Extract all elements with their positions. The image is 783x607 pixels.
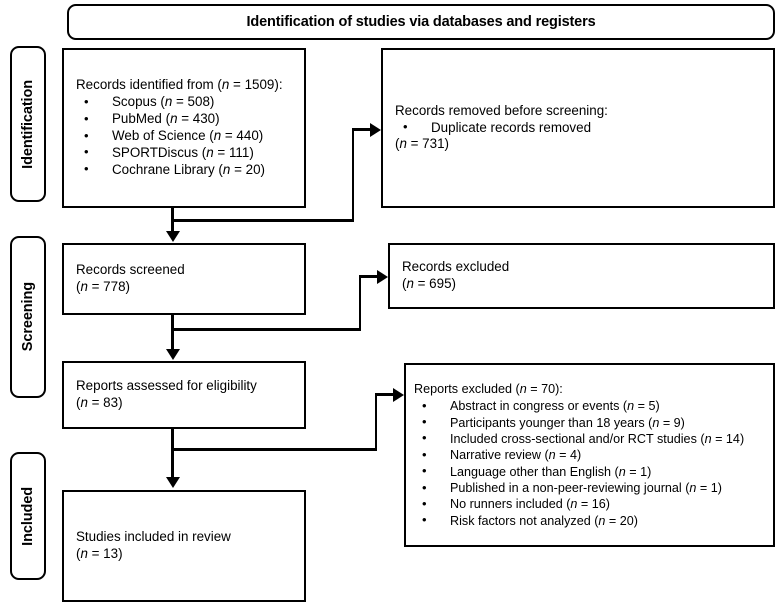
connector-assessed-to-reports-excluded-head-line [374, 393, 395, 396]
connector-screened-to-excluded-vertical [358, 275, 361, 330]
reports-assessed-lead: Reports assessed for eligibility [76, 378, 257, 394]
records-identified-lead: Records identified from (n = 1509): [76, 77, 283, 93]
arrow-right-icon-to-records-excluded [377, 269, 388, 284]
stage-pill-screening: Screening [10, 236, 46, 398]
connector-assessed-to-reports-excluded-vertical [374, 393, 377, 450]
box-records-identified: Records identified from (n = 1509): Scop… [62, 48, 306, 208]
studies-included-count: (n = 13) [76, 546, 123, 561]
arrow-down-icon-to-reports-assessed [165, 349, 180, 360]
arrow-down-icon-to-records-screened [165, 231, 180, 242]
list-item: Narrative review (n = 4) [414, 447, 773, 464]
box-reports-excluded-body: Reports excluded (n = 70): Abstract in c… [406, 381, 773, 530]
box-records-screened-body: Records screened (n = 778) [64, 262, 304, 296]
list-item: Included cross-sectional and/or RCT stud… [414, 430, 773, 447]
arrow-right-icon-to-records-removed [370, 122, 381, 137]
list-item: Language other than English (n = 1) [414, 463, 773, 480]
list-item: PubMed (n = 430) [76, 111, 304, 128]
box-studies-included-body: Studies included in review (n = 13) [64, 529, 304, 563]
stage-label-identification: Identification [20, 79, 36, 169]
list-item: SPORTDiscus (n = 111) [76, 144, 304, 162]
records-excluded-count: (n = 695) [402, 276, 456, 291]
connector-screened-to-excluded-head-line [358, 275, 379, 278]
stage-pill-identification: Identification [10, 46, 46, 202]
box-reports-excluded: Reports excluded (n = 70): Abstract in c… [404, 363, 775, 547]
list-item: Cochrane Library (n = 20) [76, 161, 304, 179]
list-item: No runners included (n = 16) [414, 496, 773, 513]
connector-identified-to-removed-head-line [351, 128, 372, 131]
studies-included-lead: Studies included in review [76, 529, 231, 545]
connector-screened-to-assessed-vertical [171, 315, 174, 351]
connector-identified-to-screened-vertical [171, 208, 174, 233]
list-item: Scopus (n = 508) [76, 94, 304, 111]
box-reports-assessed: Reports assessed for eligibility (n = 83… [62, 361, 306, 429]
reports-assessed-count: (n = 83) [76, 395, 123, 410]
connector-identified-to-removed-vertical [351, 128, 354, 221]
records-screened-lead: Records screened [76, 262, 185, 278]
list-item: Duplicate records removed [395, 119, 773, 137]
list-item: Web of Science (n = 440) [76, 128, 304, 145]
records-removed-list: Duplicate records removed [395, 119, 773, 137]
box-records-identified-body: Records identified from (n = 1509): Scop… [64, 77, 304, 178]
stage-label-screening: Screening [20, 282, 36, 352]
records-screened-count: (n = 778) [76, 279, 130, 294]
box-records-excluded: Records excluded (n = 695) [388, 243, 775, 309]
box-records-removed-body: Records removed before screening: Duplic… [383, 103, 773, 154]
reports-excluded-reason-list: Abstract in congress or events (n = 5) P… [414, 398, 773, 530]
list-item: Published in a non-peer-reviewing journa… [414, 480, 773, 497]
box-records-removed: Records removed before screening: Duplic… [381, 48, 775, 208]
records-removed-count: (n = 731) [395, 136, 449, 152]
records-identified-source-list: Scopus (n = 508) PubMed (n = 430) Web of… [76, 94, 304, 178]
records-excluded-lead: Records excluded [402, 259, 510, 275]
box-records-screened: Records screened (n = 778) [62, 243, 306, 315]
box-records-excluded-body: Records excluded (n = 695) [390, 259, 773, 293]
connector-screened-to-excluded-horizontal [171, 328, 361, 331]
list-item: Participants younger than 18 years (n = … [414, 414, 773, 431]
records-removed-lead: Records removed before screening: [395, 102, 608, 118]
arrow-down-icon-to-studies-included [165, 477, 180, 488]
diagram-header-banner: Identification of studies via databases … [67, 4, 775, 40]
list-item: Abstract in congress or events (n = 5) [414, 398, 773, 415]
connector-assessed-to-excluded-horizontal [171, 448, 377, 451]
arrow-right-icon-to-reports-excluded [393, 387, 404, 402]
stage-label-included: Included [20, 486, 36, 546]
diagram-title: Identification of studies via databases … [246, 14, 596, 30]
box-reports-assessed-body: Reports assessed for eligibility (n = 83… [64, 378, 304, 412]
reports-excluded-lead: Reports excluded (n = 70): [414, 381, 563, 396]
connector-assessed-to-included-vertical [171, 429, 174, 479]
connector-identified-to-removed-horizontal [171, 219, 354, 222]
stage-pill-included: Included [10, 452, 46, 580]
box-studies-included: Studies included in review (n = 13) [62, 490, 306, 602]
list-item: Risk factors not analyzed (n = 20) [414, 512, 773, 529]
